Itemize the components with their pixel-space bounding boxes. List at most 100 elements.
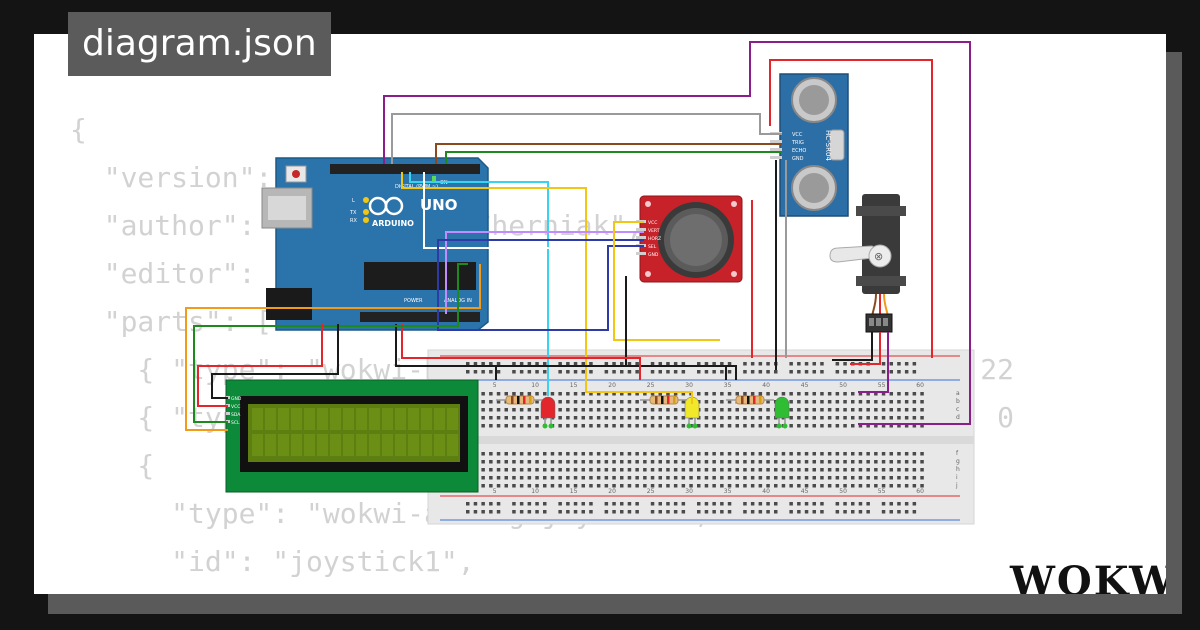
breadboard-hole xyxy=(804,502,809,506)
wire-violet xyxy=(445,231,644,314)
breadboard-hole xyxy=(920,424,924,428)
breadboard-hole xyxy=(904,416,909,420)
breadboard-hole xyxy=(820,416,824,420)
breadboard-hole xyxy=(797,484,801,488)
breadboard-hole xyxy=(658,416,662,420)
breadboard-hole xyxy=(604,392,609,396)
breadboard-hole xyxy=(812,502,816,506)
ultrasonic-pin-label: GND xyxy=(792,156,804,162)
servo-motor[interactable]: ⊗ xyxy=(829,194,906,333)
breadboard-hole xyxy=(827,484,832,488)
breadboard-hole xyxy=(766,484,770,488)
breadboard-hole xyxy=(543,452,547,456)
breadboard-hole xyxy=(466,502,470,506)
breadboard-hole xyxy=(512,476,516,480)
breadboard-hole xyxy=(874,400,878,404)
breadboard-hole xyxy=(489,468,493,472)
breadboard-hole xyxy=(612,468,616,472)
breadboard-hole xyxy=(874,416,878,420)
breadboard-hole xyxy=(489,408,493,412)
breadboard-hole xyxy=(704,416,709,420)
breadboard-hole xyxy=(673,502,678,506)
wire-red-vcc xyxy=(769,59,933,358)
arduino-uno[interactable]: UNO ARDUINO DIGITAL (PWM ~) POWER ANALOG… xyxy=(261,157,489,331)
breadboard-hole xyxy=(589,416,593,420)
breadboard-hole xyxy=(743,476,747,480)
breadboard-hole xyxy=(596,452,601,456)
wire-red-lcd xyxy=(197,324,323,407)
breadboard-hole xyxy=(643,460,647,464)
breadboard-hole xyxy=(912,370,917,374)
breadboard-hole xyxy=(697,484,701,488)
breadboard-hole xyxy=(781,468,786,472)
breadboard-hole xyxy=(720,408,724,412)
breadboard-hole xyxy=(543,468,547,472)
breadboard-hole xyxy=(566,400,570,404)
breadboard-hole xyxy=(558,424,562,428)
led-pin-dot xyxy=(548,423,554,429)
breadboard-hole xyxy=(904,452,909,456)
breadboard-hole xyxy=(473,362,478,366)
breadboard-hole xyxy=(697,460,701,464)
breadboard-hole xyxy=(804,468,809,472)
breadboard-hole xyxy=(481,476,485,480)
breadboard-hole xyxy=(897,392,901,396)
breadboard-hole xyxy=(704,424,709,428)
breadboard-hole xyxy=(527,362,532,366)
breadboard-hole xyxy=(489,400,493,404)
breadboard-hole xyxy=(566,416,570,420)
breadboard-hole xyxy=(897,408,901,412)
breadboard-hole xyxy=(904,510,909,514)
breadboard-hole xyxy=(596,392,601,396)
breadboard-hole xyxy=(735,460,739,464)
breadboard-hole xyxy=(735,416,739,420)
led-group xyxy=(496,395,790,429)
breadboard-hole xyxy=(566,424,570,428)
breadboard-hole xyxy=(897,400,901,404)
breadboard-hole xyxy=(750,460,755,464)
breadboard-hole xyxy=(620,484,624,488)
breadboard-hole xyxy=(735,392,739,396)
breadboard-hole xyxy=(858,476,863,480)
breadboard-hole xyxy=(635,400,639,404)
breadboard-hole xyxy=(650,416,655,420)
breadboard-column-number: 50 xyxy=(839,382,847,389)
breadboard-hole xyxy=(697,452,701,456)
breadboard-hole xyxy=(758,408,763,412)
breadboard-hole xyxy=(550,392,555,396)
breadboard-hole xyxy=(604,424,609,428)
breadboard-hole xyxy=(612,408,616,412)
breadboard-hole xyxy=(843,408,847,412)
breadboard-hole xyxy=(812,400,816,404)
breadboard-hole xyxy=(496,468,501,472)
breadboard-hole xyxy=(666,452,670,456)
breadboard-hole xyxy=(889,468,893,472)
lcd-character-grid xyxy=(252,408,458,456)
breadboard-hole xyxy=(566,452,570,456)
breadboard-hole xyxy=(920,460,924,464)
lcd-cell xyxy=(317,408,328,430)
breadboard-hole xyxy=(904,392,909,396)
breadboard-hole xyxy=(643,484,647,488)
breadboard-hole xyxy=(851,468,855,472)
wire-purple-trig xyxy=(383,41,971,425)
resistor-band xyxy=(759,396,762,404)
breadboard-hole xyxy=(620,510,624,514)
breadboard-hole xyxy=(673,452,678,456)
breadboard-hole xyxy=(650,502,655,506)
breadboard-hole xyxy=(904,424,909,428)
breadboard-hole xyxy=(889,416,893,420)
breadboard-hole xyxy=(666,484,670,488)
breadboard-hole xyxy=(589,392,593,396)
breadboard-hole xyxy=(489,460,493,464)
breadboard-hole xyxy=(666,408,670,412)
breadboard-hole xyxy=(912,484,917,488)
breadboard-hole xyxy=(689,468,693,472)
breadboard-hole xyxy=(851,424,855,428)
breadboard-row-letter: b xyxy=(956,398,960,405)
breadboard-hole xyxy=(820,452,824,456)
resistor-band xyxy=(661,396,664,404)
